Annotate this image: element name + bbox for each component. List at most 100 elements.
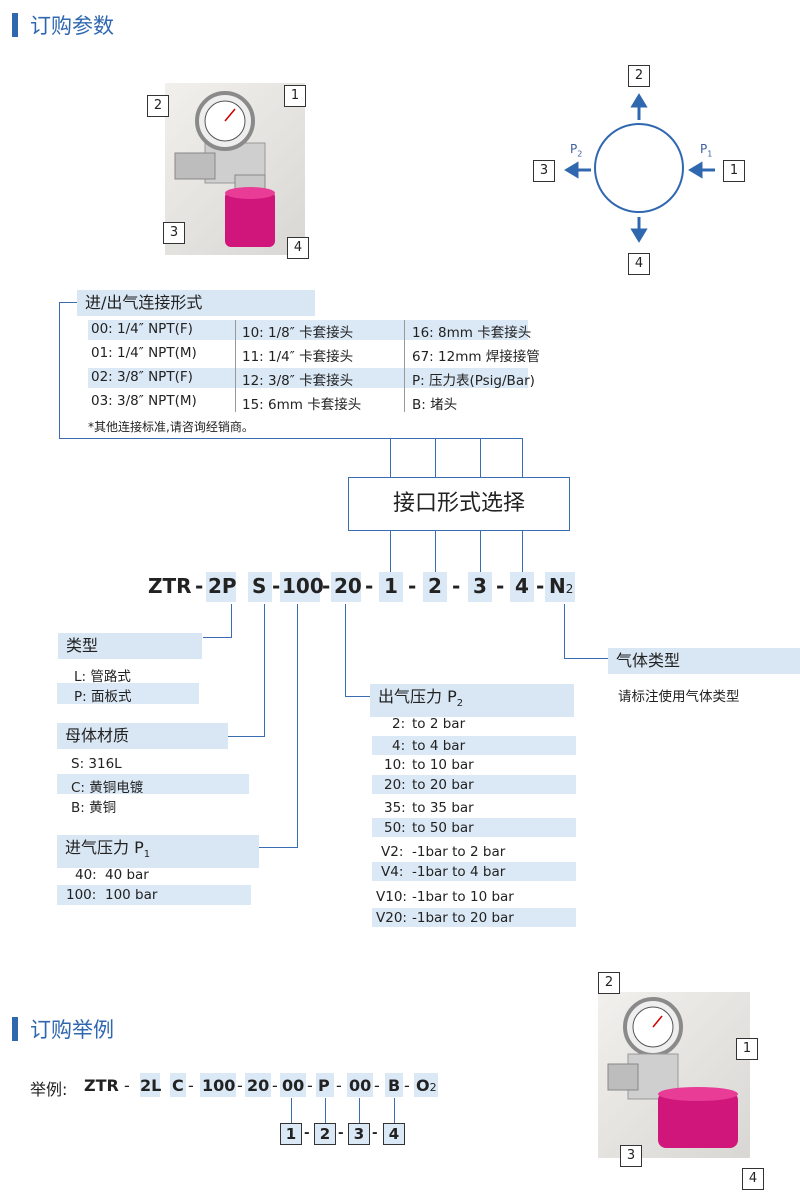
ex-prefix: ZTR <box>84 1076 119 1095</box>
gas-title: 气体类型 <box>608 648 800 674</box>
photo-num-2: 2 <box>147 95 169 117</box>
type-item: P: 面板式 <box>74 689 132 705</box>
photo2-num-4: 4 <box>742 1168 764 1190</box>
p2-label: P2 <box>570 142 583 159</box>
diagram-num-1: 1 <box>723 160 745 182</box>
ex-num-dash: - <box>372 1125 378 1141</box>
outlet-key: 4: <box>392 738 406 754</box>
iface-up-1 <box>390 438 391 478</box>
code-bg <box>206 572 236 602</box>
section-title-example: 订购举例 <box>12 1014 114 1044</box>
photo2-num-3: 3 <box>620 1145 642 1167</box>
code-bg <box>510 572 534 602</box>
conn-opt: 67: 12mm 焊接接管 <box>412 349 540 365</box>
outlet-key: V20: <box>376 910 407 926</box>
material-highlight <box>57 774 249 794</box>
model-dash: - <box>496 574 505 598</box>
conn-opt: B: 堵头 <box>412 397 458 413</box>
ex-dash: - <box>188 1076 194 1095</box>
outlet-value: to 2 bar <box>412 716 466 732</box>
outlet-title: 出气压力 P2 <box>370 684 574 718</box>
gas-connector-h <box>564 658 608 659</box>
ex-bg <box>280 1073 306 1097</box>
model-dash: - <box>536 574 545 598</box>
ex-dash: - <box>404 1076 410 1095</box>
ex-line-4 <box>394 1098 395 1124</box>
product-photo-top <box>165 83 305 255</box>
material-item: C: 黄铜电镀 <box>71 780 144 796</box>
outlet-key: 20: <box>384 777 406 793</box>
outlet-highlight <box>372 736 576 755</box>
conn-row-highlight-1 <box>88 320 528 340</box>
model-outlet: 20 <box>334 574 362 598</box>
inlet-key: 100: <box>66 887 97 903</box>
model-material: S <box>252 574 267 598</box>
ex-bg <box>200 1073 236 1097</box>
model-dash: - <box>272 574 281 598</box>
outlet-highlight <box>372 818 576 837</box>
col-divider-2 <box>404 320 405 412</box>
ex-line-3 <box>359 1098 360 1124</box>
outlet-key: 50: <box>384 820 406 836</box>
regulator-image <box>607 997 738 1148</box>
iface-down-1 <box>390 530 391 572</box>
outlet-connector-h <box>345 696 370 697</box>
outlet-value: to 4 bar <box>412 738 466 754</box>
photo2-num-2: 2 <box>598 972 620 994</box>
conn-bottom-line <box>59 438 522 439</box>
conn-opt: 01: 1/4″ NPT(M) <box>91 345 197 361</box>
outlet-value: -1bar to 10 bar <box>412 889 514 905</box>
ex-num-dash: - <box>338 1125 344 1141</box>
outlet-highlight <box>372 908 576 927</box>
outlet-value: to 10 bar <box>412 757 474 773</box>
ex-gas: O2 <box>416 1076 437 1095</box>
type-highlight <box>57 683 199 704</box>
outlet-key: 10: <box>384 757 406 773</box>
ex-outlet: 20 <box>247 1076 270 1095</box>
photo-num-1: 1 <box>284 85 306 107</box>
conn-opt: 12: 3/8″ 卡套接头 <box>242 373 354 389</box>
interface-selection-box: 接口形式选择 <box>348 477 570 531</box>
ex-material: C <box>172 1076 184 1095</box>
iface-up-2 <box>435 438 436 478</box>
photo-num-3: 3 <box>163 222 185 244</box>
ex-dash: - <box>272 1076 278 1095</box>
ex-dash: - <box>124 1076 130 1095</box>
model-dash: - <box>408 574 417 598</box>
iface-up-3 <box>480 438 481 478</box>
ex-dash: - <box>374 1076 380 1095</box>
section-title-ordering: 订购参数 <box>12 10 114 40</box>
outlet-value: to 50 bar <box>412 820 474 836</box>
ex-port-2: P <box>318 1076 330 1095</box>
code-bg <box>280 572 320 602</box>
ex-port-1: 00 <box>282 1076 305 1095</box>
inlet-connector-h <box>254 847 298 848</box>
inlet-value: 100 bar <box>105 887 158 903</box>
ex-num-1: 1 <box>280 1123 302 1145</box>
outlet-key: V10: <box>376 889 407 905</box>
title-bar <box>12 1017 18 1041</box>
code-bg <box>379 572 403 602</box>
ex-port-3: 00 <box>349 1076 372 1095</box>
model-dash: - <box>195 574 204 598</box>
diagram-num-3: 3 <box>533 160 555 182</box>
iface-down-2 <box>435 530 436 572</box>
material-connector-h <box>228 736 265 737</box>
outlet-value: to 20 bar <box>412 777 474 793</box>
conn-opt: 11: 1/4″ 卡套接头 <box>242 349 354 365</box>
ex-type: 2L <box>140 1076 162 1095</box>
diagram-num-2: 2 <box>628 65 650 87</box>
inlet-key: 40: <box>75 867 97 883</box>
type-connector <box>231 604 232 638</box>
ex-bg <box>245 1073 271 1097</box>
model-dash: - <box>322 574 331 598</box>
outlet-highlight <box>372 775 576 794</box>
diagram-num-4: 4 <box>628 253 650 275</box>
outlet-key: 35: <box>384 800 406 816</box>
port-diagram <box>564 93 715 243</box>
section-title-text: 订购参数 <box>30 14 114 38</box>
code-bg <box>331 572 361 602</box>
model-dash: - <box>452 574 461 598</box>
ex-bg <box>170 1073 186 1097</box>
photo2-num-1: 1 <box>736 1038 758 1060</box>
